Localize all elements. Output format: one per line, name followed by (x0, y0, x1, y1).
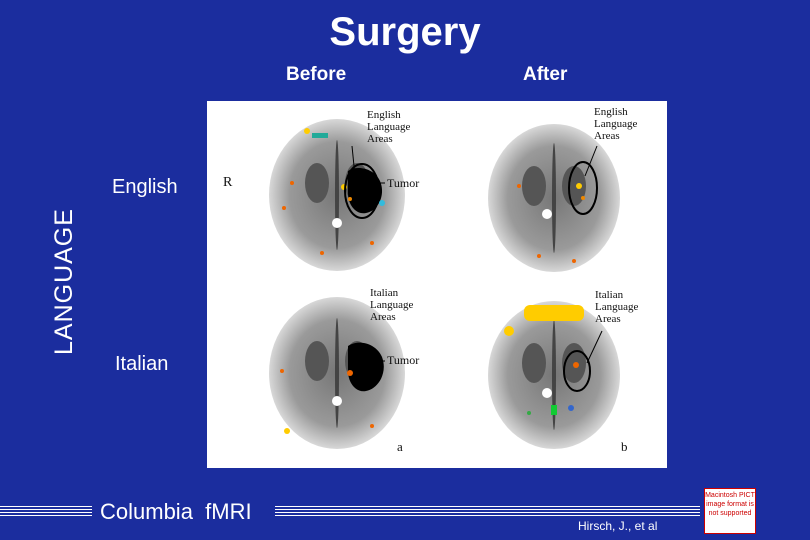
bright-spot (332, 218, 342, 228)
brain-scan-italian-before (269, 297, 405, 449)
activation-blue (568, 405, 574, 411)
activation-hot (370, 424, 374, 428)
ventricle (522, 343, 546, 383)
image-placeholder: Macintosh PICT image format is not suppo… (704, 488, 756, 534)
tumor-mass (348, 342, 384, 392)
tumor-mass (348, 168, 383, 214)
annotation-english-before: English Language Areas (367, 109, 411, 145)
brain-scan-panel: English Language Areas English Language … (207, 101, 667, 468)
annotation-tumor-english: Tumor (387, 176, 420, 190)
r-marker: R (223, 175, 233, 190)
activation-hot (290, 181, 294, 185)
brain-scan-english-after (488, 124, 620, 272)
bright-spot (542, 388, 552, 398)
ventricle (305, 163, 329, 203)
annotation-italian-after: Italian Language Areas (595, 289, 639, 325)
footer-rule-left (0, 506, 92, 517)
vertical-axis-label: LANGUAGE (50, 208, 78, 355)
language-area-circle (568, 161, 598, 215)
activation-hot (576, 183, 582, 189)
activation-hot (282, 206, 286, 210)
row-label-english: English (112, 176, 178, 198)
activation-hot (517, 184, 521, 188)
activation-hot (304, 128, 310, 134)
brain-scan-english-before (269, 119, 405, 271)
placeholder-text: Macintosh PICT image format is not suppo… (705, 492, 755, 517)
activation-hot (320, 251, 324, 255)
column-header-after: After (523, 64, 568, 85)
slide-title: Surgery (329, 10, 481, 54)
language-area-circle (344, 163, 380, 219)
activation-hot (348, 197, 352, 201)
language-area-circle (563, 350, 591, 392)
footer-title: Columbia fMRI (100, 499, 252, 524)
midline (552, 320, 556, 430)
ventricle (562, 166, 586, 206)
activation-hot (572, 259, 576, 263)
activation-hot (504, 326, 514, 336)
bright-spot (542, 209, 552, 219)
activation-hot (581, 196, 585, 200)
ventricle (522, 166, 546, 206)
row-label-italian: Italian (115, 353, 169, 375)
activation-hot (280, 369, 284, 373)
activation-hot (573, 362, 579, 368)
activation-green (527, 411, 531, 415)
column-header-before: Before (286, 64, 347, 85)
annotation-italian-before: Italian Language Areas (370, 287, 414, 323)
annotation-tumor-italian: Tumor (387, 353, 420, 367)
activation-green (312, 133, 328, 138)
brain-scan-italian-after (488, 301, 620, 449)
midline (552, 143, 556, 253)
activation-green (551, 405, 557, 415)
activation-hot (537, 254, 541, 258)
bright-spot (332, 396, 342, 406)
annotation-english-after: English Language Areas (594, 106, 638, 142)
leader-lines (351, 145, 603, 364)
panel-label-b: b (621, 439, 628, 454)
footer-rule-right (275, 506, 700, 517)
ventricle (305, 341, 329, 381)
citation: Hirsch, J., et al (578, 519, 658, 533)
activation-blue (379, 200, 385, 206)
activation-hot (284, 428, 290, 434)
panel-label-a: a (397, 439, 403, 454)
activation-hot (347, 370, 353, 376)
activation-hot (370, 241, 374, 245)
activation-frontal (524, 305, 584, 321)
